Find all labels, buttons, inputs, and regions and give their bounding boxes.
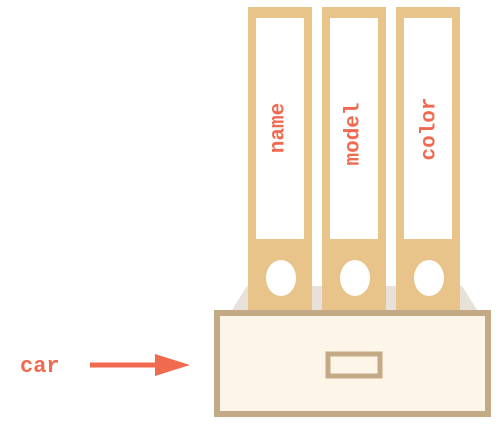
- folder-label-card: [330, 18, 378, 239]
- folder-finger-hole: [340, 260, 370, 296]
- folder-label-card: [256, 18, 304, 239]
- folder-model: model: [322, 7, 386, 311]
- folder-label-card: [404, 18, 452, 239]
- variable-label: car: [20, 354, 60, 379]
- folder-finger-hole: [414, 260, 444, 296]
- folder-label: color: [419, 97, 442, 160]
- folder-finger-hole: [266, 260, 296, 296]
- pointer-arrow-head: [155, 354, 190, 376]
- folder-name: name: [248, 7, 312, 311]
- box-handle: [325, 351, 383, 379]
- folder-label: model: [343, 102, 366, 165]
- folder-color: color: [396, 7, 460, 311]
- folder-label: name: [268, 103, 291, 153]
